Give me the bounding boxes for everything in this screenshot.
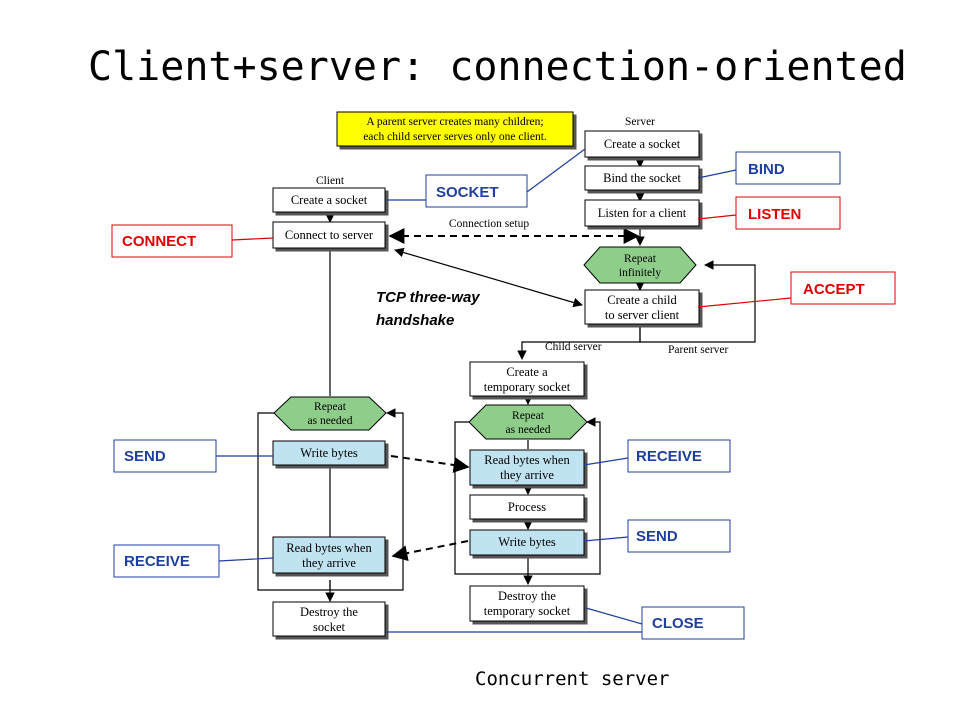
svg-text:Bind the socket: Bind the socket	[603, 171, 681, 185]
footer-caption: Concurrent server	[475, 668, 669, 690]
svg-text:RECEIVE: RECEIVE	[636, 448, 702, 465]
svg-text:as needed: as needed	[307, 415, 352, 427]
note-line-1: A parent server creates many children;	[366, 116, 543, 128]
child-repeat-decision: Repeat as needed	[468, 404, 588, 440]
tcp-handshake-line-1: TCP three-way	[376, 289, 480, 306]
svg-text:Repeat: Repeat	[512, 410, 545, 422]
svg-text:LISTEN: LISTEN	[748, 206, 801, 223]
note-box: A parent server creates many children; e…	[336, 111, 574, 147]
callout-accept: ACCEPT	[790, 271, 896, 305]
svg-text:Listen for a client: Listen for a client	[598, 206, 687, 220]
callout-receive-client: RECEIVE	[113, 544, 220, 578]
callout-send-server: SEND	[627, 519, 731, 553]
client-read-bytes-box: Read bytes when they arrive	[272, 536, 386, 574]
server-repeat-decision: Repeat infinitely	[583, 246, 697, 284]
client-create-socket-box: Create a socket	[272, 187, 386, 213]
client-write-bytes-box: Write bytes	[272, 440, 386, 466]
svg-text:SEND: SEND	[636, 528, 678, 545]
svg-text:infinitely: infinitely	[619, 267, 661, 279]
svg-text:Write bytes: Write bytes	[300, 446, 358, 460]
server-create-child-box: Create a child to server client	[584, 289, 700, 325]
server-heading: Server	[625, 116, 655, 128]
callout-send-client: SEND	[113, 439, 217, 473]
svg-text:CLOSE: CLOSE	[652, 615, 704, 632]
svg-text:Repeat: Repeat	[624, 253, 657, 265]
svg-text:Process: Process	[508, 500, 546, 514]
svg-text:Destroy the: Destroy the	[498, 589, 556, 603]
child-write-bytes-box: Write bytes	[469, 529, 585, 556]
child-server-label: Child server	[545, 341, 602, 353]
svg-text:RECEIVE: RECEIVE	[124, 553, 190, 570]
client-repeat-decision: Repeat as needed	[273, 396, 387, 431]
parent-server-label: Parent server	[668, 344, 729, 356]
data-arrows	[388, 228, 640, 562]
svg-text:temporary socket: temporary socket	[484, 604, 571, 618]
server-create-socket-box: Create a socket	[584, 130, 700, 158]
note-line-2: each child server serves only one client…	[363, 131, 547, 143]
svg-text:Destroy the: Destroy the	[300, 605, 358, 619]
svg-text:Connect to server: Connect to server	[285, 228, 374, 242]
callout-close: CLOSE	[641, 606, 745, 640]
client-connect-box: Connect to server	[272, 221, 386, 249]
svg-text:Repeat: Repeat	[314, 401, 347, 413]
svg-text:Create a child: Create a child	[607, 293, 677, 307]
svg-text:BIND: BIND	[748, 161, 785, 178]
callout-socket: SOCKET	[425, 174, 528, 208]
flow-lines	[257, 158, 756, 602]
svg-text:Read bytes when: Read bytes when	[286, 541, 372, 555]
server-bind-box: Bind the socket	[584, 165, 700, 191]
svg-text:socket: socket	[313, 620, 345, 634]
svg-text:SOCKET: SOCKET	[436, 184, 499, 201]
client-destroy-socket-box: Destroy the socket	[272, 601, 386, 637]
tcp-handshake-line-2: handshake	[376, 312, 454, 329]
svg-text:Write bytes: Write bytes	[498, 535, 556, 549]
svg-text:they arrive: they arrive	[302, 556, 356, 570]
callout-bind: BIND	[735, 151, 841, 185]
slide-title: Client+server: connection-oriented	[88, 44, 907, 90]
child-process-box: Process	[469, 494, 585, 520]
child-create-temp-socket-box: Create a temporary socket	[469, 361, 585, 397]
svg-text:Create a socket: Create a socket	[291, 193, 368, 207]
svg-text:CONNECT: CONNECT	[122, 233, 196, 250]
child-read-bytes-box: Read bytes when they arrive	[469, 449, 585, 486]
svg-text:SEND: SEND	[124, 448, 166, 465]
connection-setup-label: Connection setup	[449, 218, 529, 230]
server-listen-box: Listen for a client	[584, 199, 700, 227]
svg-text:Read bytes when: Read bytes when	[484, 453, 570, 467]
svg-text:they arrive: they arrive	[500, 468, 554, 482]
callout-receive-server: RECEIVE	[627, 439, 731, 473]
svg-text:temporary socket: temporary socket	[484, 380, 571, 394]
svg-text:as needed: as needed	[505, 424, 550, 436]
callout-lines	[216, 148, 792, 633]
callout-connect: CONNECT	[111, 224, 233, 258]
svg-text:to server client: to server client	[605, 308, 680, 322]
child-destroy-temp-socket-box: Destroy the temporary socket	[469, 585, 585, 622]
client-heading: Client	[316, 175, 345, 187]
svg-text:Create a: Create a	[506, 365, 548, 379]
svg-text:Create a socket: Create a socket	[604, 137, 681, 151]
svg-text:ACCEPT: ACCEPT	[803, 281, 865, 298]
callout-listen: LISTEN	[735, 196, 841, 230]
